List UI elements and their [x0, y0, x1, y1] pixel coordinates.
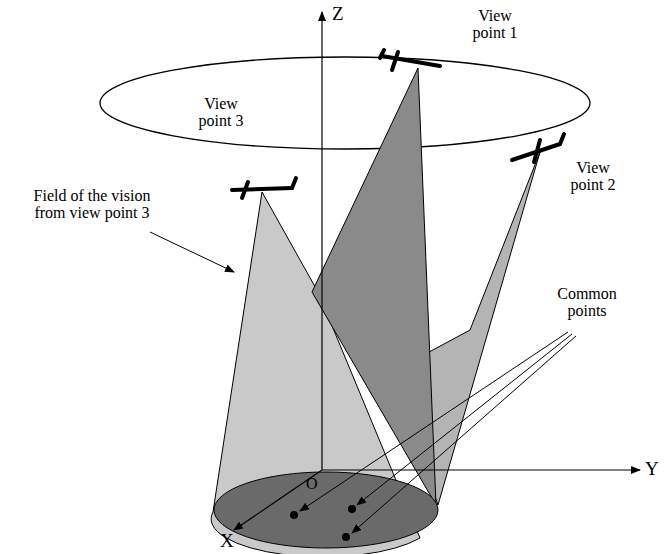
axis-label: X [220, 531, 234, 551]
callout-label: Field of the vision from view point 3 [20, 188, 164, 222]
common-point [348, 505, 356, 513]
callout-label: Common points [540, 286, 634, 320]
viewpoint-label: View point 2 [560, 160, 626, 194]
leader-line [150, 232, 234, 272]
axis-label: Y [645, 459, 659, 479]
aircraft-icon [380, 50, 440, 70]
viewpoint-label: View point 3 [188, 96, 254, 130]
viewpoint-label: View point 1 [462, 8, 528, 42]
y-axis [322, 469, 640, 470]
ground-area [214, 472, 438, 548]
leader-line [300, 332, 568, 511]
aircraft-icon [232, 178, 296, 198]
x-axis [234, 470, 322, 530]
axis-label: Z [332, 4, 344, 24]
z-axis [321, 12, 322, 470]
common-point [290, 511, 298, 519]
common-point [342, 533, 350, 541]
leader-line [352, 336, 576, 533]
aircraft-icon [512, 134, 564, 162]
leader-line [357, 334, 572, 505]
origin-label: O [306, 476, 318, 493]
flight-path [100, 57, 590, 149]
vision-field-1 [312, 68, 436, 505]
